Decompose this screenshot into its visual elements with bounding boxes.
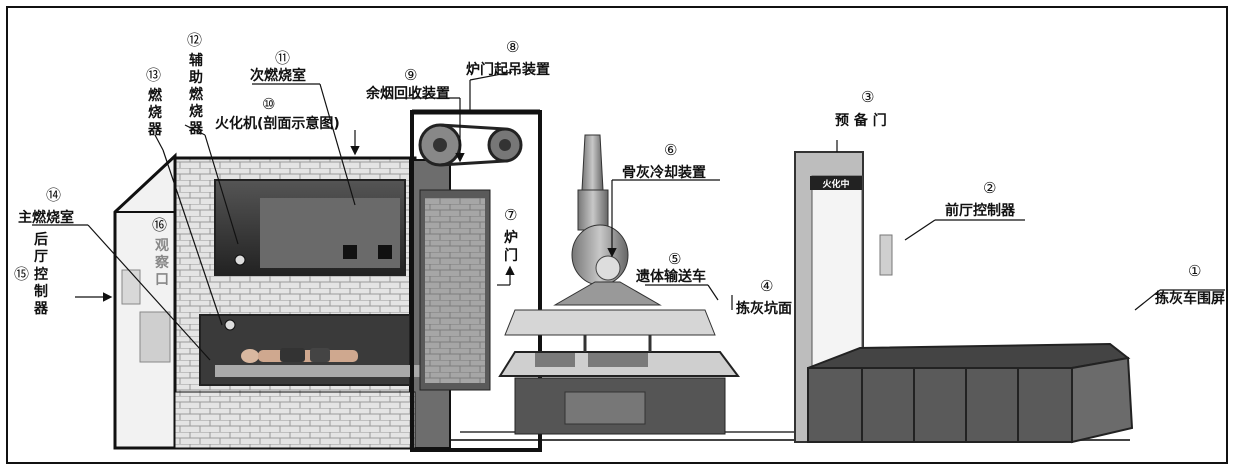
callout-3-number: ③ (861, 88, 874, 106)
door-lift-frame (410, 109, 542, 452)
callout-5-number: ⑤ (668, 250, 681, 268)
callout-2-label: 前厅控制器 (945, 202, 1016, 219)
door-sign (810, 176, 862, 190)
callout-labels: ① 拣灰车围屏 ② 前厅控制器 ③ 预 备 门 ④ 拣灰坑面 ⑤ 遗体输送车 ⑥… (14, 31, 1225, 317)
callout-15-label-4: 制 (34, 283, 48, 300)
callout-7-label-1: 炉 (504, 229, 518, 246)
callout-14-number: ⑭ (46, 186, 61, 204)
callout-7-label-2: 门 (504, 247, 518, 264)
callout-1-number: ① (1188, 262, 1201, 280)
callout-11-number: ⑪ (275, 49, 290, 67)
callout-13-label-3: 器 (147, 122, 163, 138)
callout-9-label: 余烟回收装置 (365, 85, 450, 102)
callout-15-number: ⑮ (14, 265, 29, 283)
callout-13-label-2: 烧 (148, 104, 162, 121)
callout-12-label-3: 燃 (189, 86, 204, 103)
callout-12-label-4: 烧 (189, 103, 203, 120)
callout-12-label-2: 助 (189, 69, 203, 86)
callout-12-label-5: 器 (188, 121, 204, 137)
callout-15-label-2: 厅 (34, 249, 48, 265)
callout-1-label: 拣灰车围屏 (1155, 290, 1225, 307)
callout-14-label: 主燃烧室 (18, 209, 74, 226)
door-sign-text: 火化中 (822, 178, 849, 190)
callout-4-number: ④ (760, 277, 773, 295)
callout-2-number: ② (983, 179, 996, 197)
leader-lines (32, 71, 1225, 361)
callout-6-label: 骨灰冷却装置 (622, 164, 706, 181)
callout-13-number: ⑬ (146, 66, 161, 84)
body-conveyor-car (498, 335, 740, 435)
callout-16-label-1: 观 (155, 238, 169, 254)
callout-10-label: 火化机(剖面示意图) (215, 115, 340, 132)
callout-16-label-3: 口 (155, 272, 169, 288)
callout-12-label-1: 辅 (189, 52, 203, 69)
ash-cart-enclosure (807, 342, 1134, 444)
callout-8-label: 炉门起吊装置 (466, 61, 550, 78)
callout-15-label-3: 控 (34, 266, 48, 283)
callout-3-label: 预 备 门 (835, 112, 887, 129)
cremator-body (173, 156, 451, 450)
callout-11-label: 次燃烧室 (250, 67, 306, 84)
callout-12-number: ⑫ (187, 31, 202, 49)
ash-cooling-device (504, 134, 716, 336)
callout-5-label: 遗体输送车 (635, 268, 706, 285)
callout-16-number: ⑯ (152, 216, 167, 234)
callout-6-number: ⑥ (664, 141, 677, 159)
callout-16-label-2: 察 (155, 254, 170, 271)
callout-13-label-1: 燃 (148, 87, 163, 104)
callout-4-label: 拣灰坑面 (736, 300, 792, 317)
callout-15-label-5: 器 (33, 301, 49, 317)
callout-7-number: ⑦ (504, 206, 517, 224)
callout-15-label-1: 后 (34, 231, 48, 248)
body-figure (241, 348, 358, 363)
front-controller-panel (879, 234, 893, 276)
callout-8-number: ⑧ (506, 38, 519, 56)
callout-10-number: ⑩ (262, 95, 275, 113)
diagram-frame (6, 6, 1228, 464)
callout-9-number: ⑨ (404, 66, 417, 84)
